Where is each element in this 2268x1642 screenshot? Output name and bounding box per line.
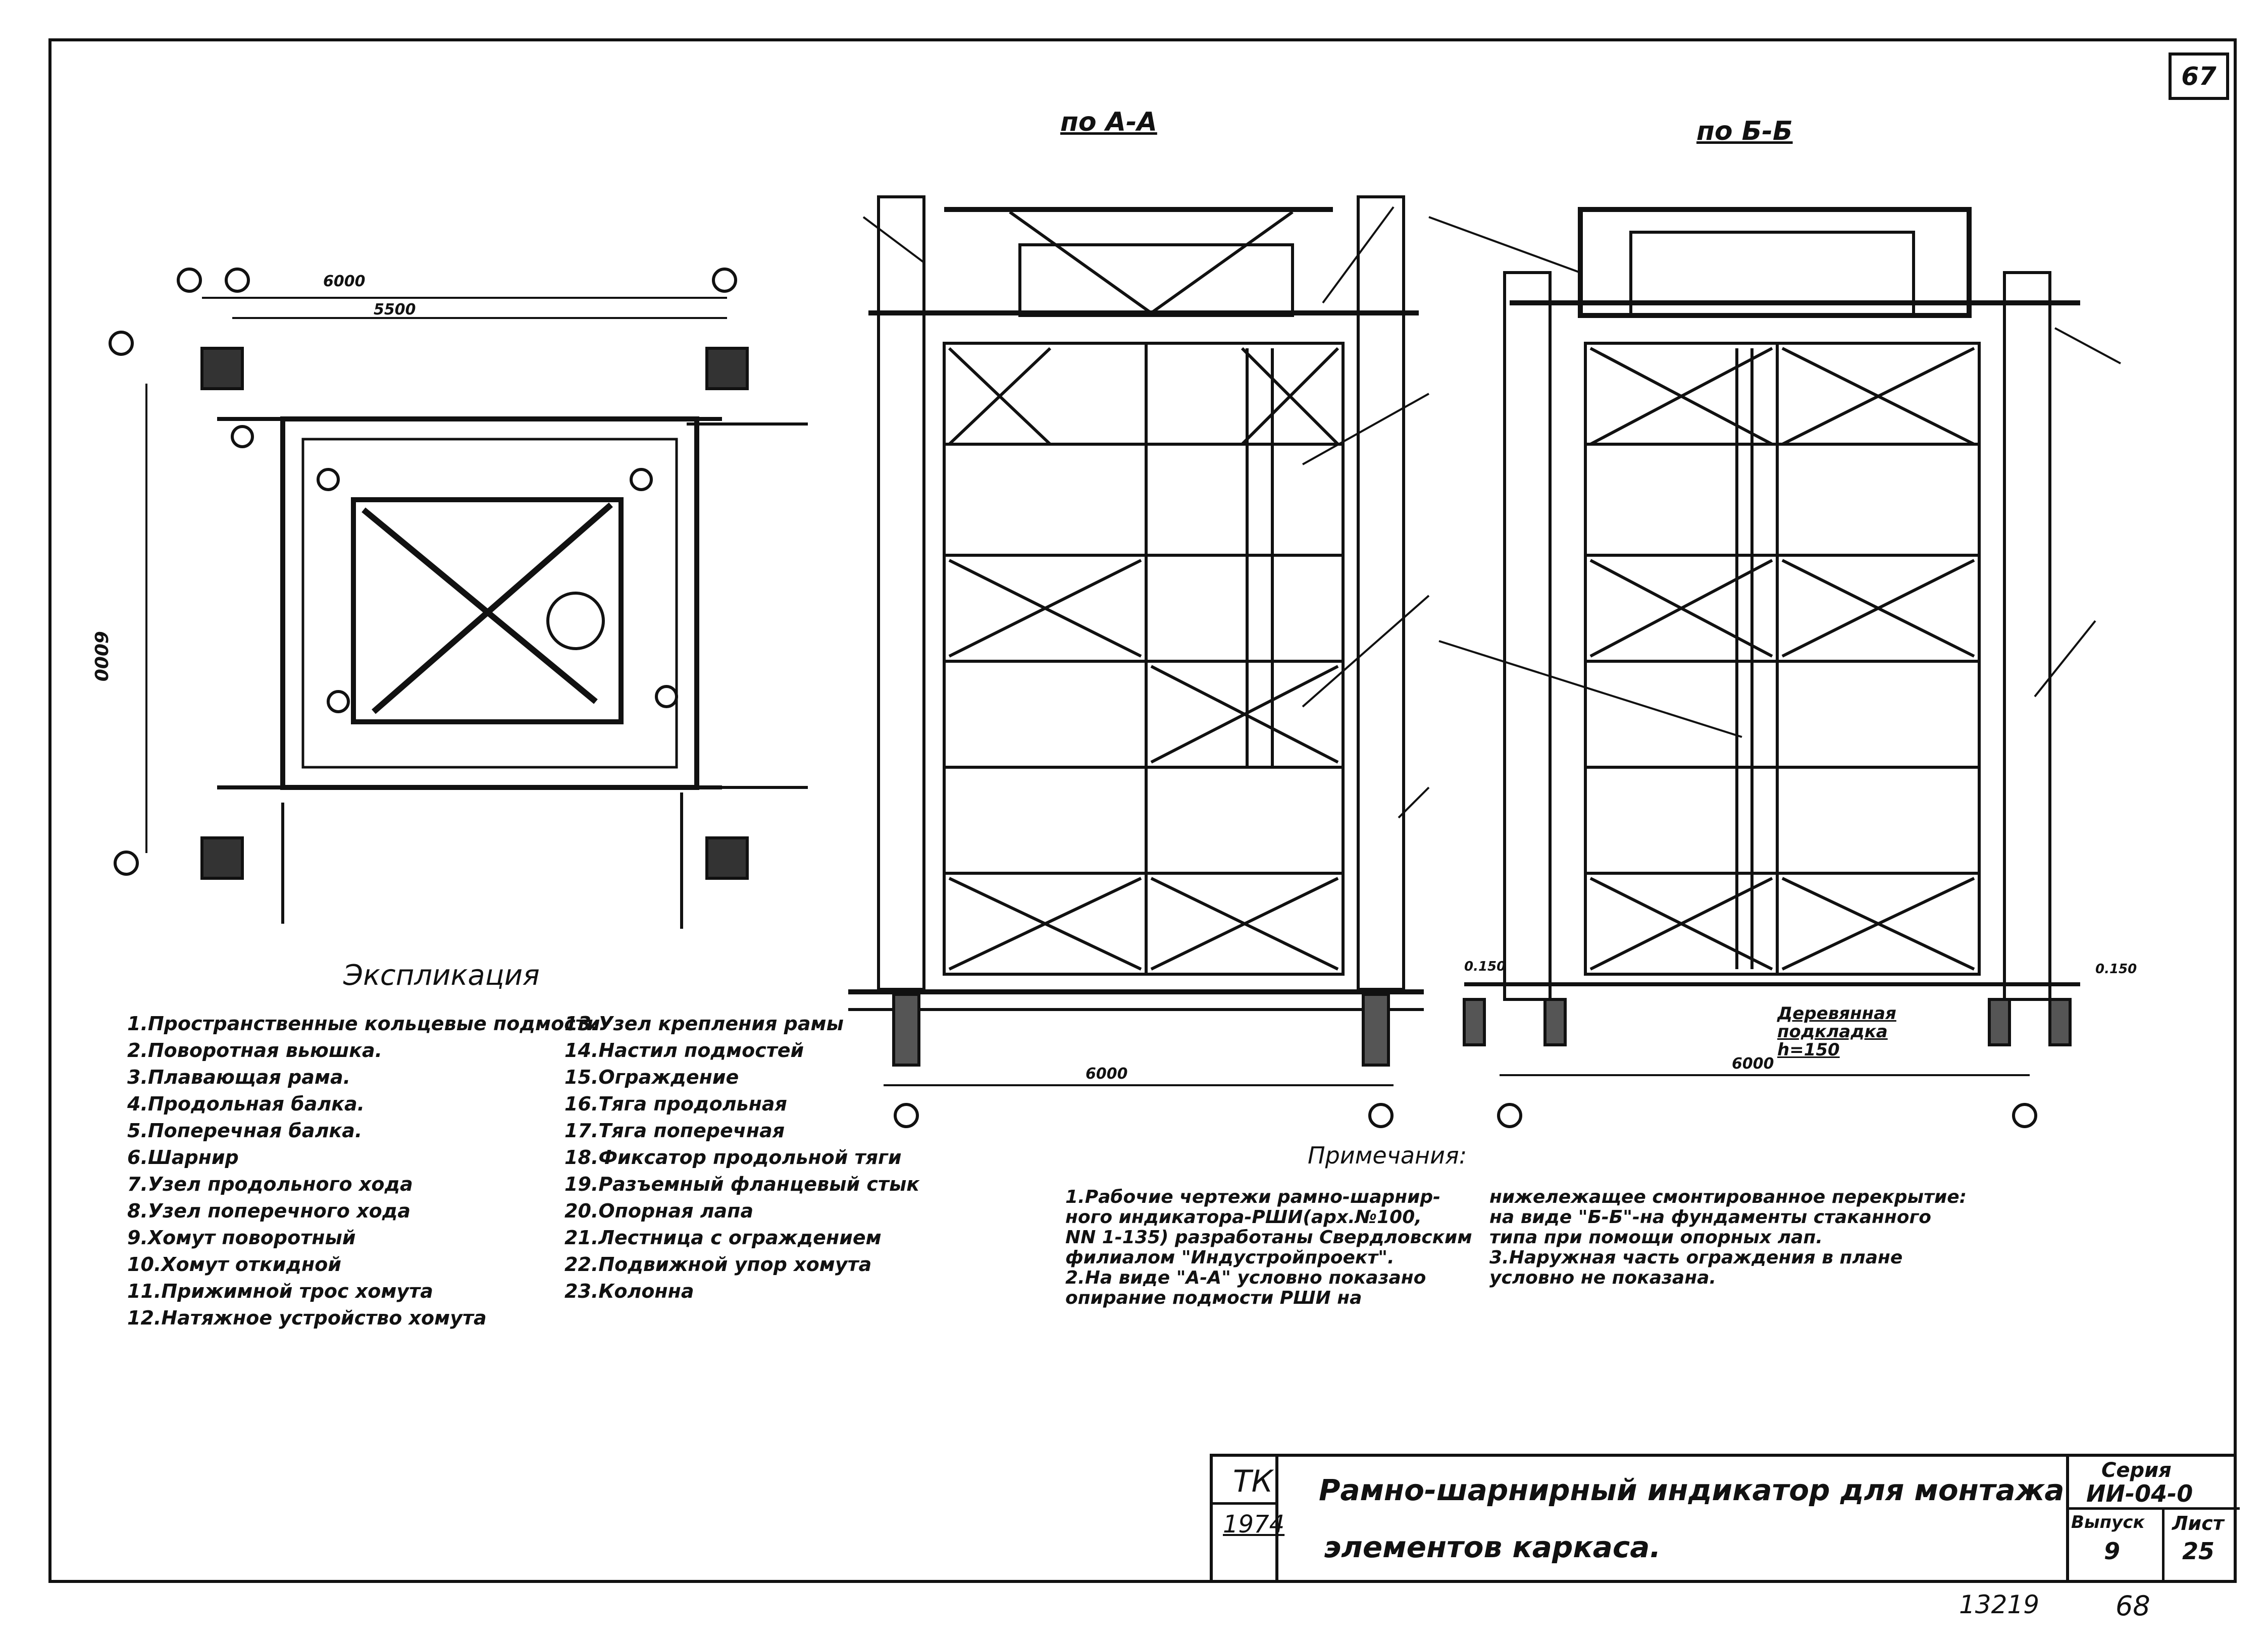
legend-item: 21.Лестница с ограждением bbox=[564, 1227, 882, 1249]
bottom-number-left: 13219 bbox=[1959, 1590, 2040, 1619]
stamp-divider bbox=[1213, 1502, 1278, 1505]
legend-item: 2.Поворотная вьюшка. bbox=[127, 1039, 383, 1062]
stamp-org-cell bbox=[1213, 1457, 1278, 1583]
legend-item: 12.Натяжное устройство хомута bbox=[127, 1307, 487, 1329]
legend-item: 15.Ограждение bbox=[564, 1066, 739, 1088]
stamp-sheet-label: Лист bbox=[2172, 1512, 2224, 1534]
legend-item: 22.Подвижной упор хомута bbox=[564, 1253, 872, 1276]
section-bb-title: по Б-Б bbox=[1696, 116, 1793, 146]
legend-item: 11.Прижимной трос хомута bbox=[127, 1280, 433, 1302]
legend-item: 4.Продольная балка. bbox=[127, 1093, 365, 1115]
stamp-series-cell bbox=[2066, 1457, 2240, 1583]
section-aa-view bbox=[848, 195, 1424, 1128]
bb-level-right: 0.150 bbox=[2095, 962, 2137, 977]
bottom-number-right: 68 bbox=[2116, 1590, 2150, 1622]
note-line: типа при помощи опорных лап. bbox=[1489, 1227, 1823, 1248]
note-line: NN 1-135) разработаны Свердловским bbox=[1065, 1227, 1472, 1248]
note-line: 2.На виде "А-А" условно показано bbox=[1065, 1267, 1426, 1288]
note-line: 1.Рабочие чертежи рамно-шарнир- bbox=[1065, 1187, 1441, 1207]
legend-item: 6.Шарнир bbox=[127, 1146, 239, 1169]
bb-level-left: 0.150 bbox=[1464, 959, 1506, 974]
note-line: нижележащее смонтированное перекрытие: bbox=[1489, 1187, 1967, 1207]
stamp-sheet-value: 25 bbox=[2182, 1538, 2215, 1565]
legend-item: 3.Плавающая рама. bbox=[127, 1066, 351, 1088]
page-number-box: 67 bbox=[2169, 52, 2229, 100]
note-line: условно не показана. bbox=[1489, 1267, 1717, 1288]
notes-column-1: 1.Рабочие чертежи рамно-шарнир- ного инд… bbox=[1065, 1187, 1472, 1308]
section-aa-dim: 6000 bbox=[1086, 1065, 1128, 1083]
legend-item: 5.Поперечная балка. bbox=[127, 1120, 363, 1142]
plan-view bbox=[109, 268, 808, 929]
stamp-series-value: ИИ-04-0 bbox=[2086, 1480, 2193, 1507]
legend-item: 19.Разъемный фланцевый стык bbox=[564, 1173, 920, 1195]
bb-wood-pad-note: Деревянная подкладка h=150 bbox=[1777, 1003, 1896, 1060]
legend-item: 7.Узел продольного хода bbox=[127, 1173, 413, 1195]
note-line: опирание подмости РШИ на bbox=[1065, 1288, 1362, 1308]
legend-item: 9.Хомут поворотный bbox=[127, 1227, 356, 1249]
title-block: ТК 1974 Рамно-шарнирный индикатор для мо… bbox=[1210, 1454, 2240, 1583]
plan-dim-left: 6000 bbox=[90, 631, 111, 682]
legend-item: 10.Хомут откидной bbox=[127, 1253, 342, 1276]
page-number: 67 bbox=[2181, 62, 2217, 91]
legend-column-1: 1.Пространственные кольцевые подмости 2.… bbox=[127, 1011, 600, 1332]
legend-item: 20.Опорная лапа bbox=[564, 1200, 754, 1222]
legend-item: 16.Тяга продольная bbox=[564, 1093, 787, 1115]
stamp-divider bbox=[2066, 1507, 2240, 1510]
legend-title: Экспликация bbox=[343, 959, 540, 992]
section-bb-view bbox=[1463, 207, 2080, 1128]
legend-item: 14.Настил подмостей bbox=[564, 1039, 804, 1062]
stamp-divider bbox=[2162, 1507, 2164, 1583]
legend-item: 23.Колонна bbox=[564, 1280, 694, 1302]
stamp-title-line-1: Рамно-шарнирный индикатор для монтажа bbox=[1319, 1473, 2065, 1507]
notes-column-2: нижележащее смонтированное перекрытие: н… bbox=[1489, 1187, 1967, 1288]
drawing-frame bbox=[48, 38, 2237, 1583]
note-line: ного индикатора-РШИ(арх.№100, bbox=[1065, 1207, 1422, 1228]
stamp-year: 1974 bbox=[1223, 1510, 1285, 1539]
notes-title: Примечания: bbox=[1308, 1142, 1467, 1169]
stamp-series-label: Серия bbox=[2101, 1459, 2172, 1482]
legend-item: 1.Пространственные кольцевые подмости bbox=[127, 1013, 600, 1035]
legend-item: 18.Фиксатор продольной тяги bbox=[564, 1146, 902, 1169]
note-line: на виде "Б-Б"-на фундаменты стаканного bbox=[1489, 1207, 1932, 1228]
stamp-issue-label: Выпуск bbox=[2071, 1512, 2145, 1532]
legend-item: 17.Тяга поперечная bbox=[564, 1120, 785, 1142]
stamp-org: ТК bbox=[1233, 1464, 1273, 1499]
legend-item: 8.Узел поперечного хода bbox=[127, 1200, 411, 1222]
note-line: 3.Наружная часть ограждения в плане bbox=[1489, 1247, 1903, 1268]
plan-dim-top-2: 5500 bbox=[374, 301, 416, 319]
legend-column-2: 13.Узел крепления рамы 14.Настил подмост… bbox=[564, 1011, 919, 1305]
section-bb-dim: 6000 bbox=[1732, 1055, 1774, 1073]
section-aa-title: по А-А bbox=[1060, 107, 1157, 137]
stamp-title-line-2: элементов каркаса. bbox=[1324, 1530, 1661, 1564]
note-line: филиалом "Индустройпроект". bbox=[1065, 1247, 1395, 1268]
legend-item: 13.Узел крепления рамы bbox=[564, 1013, 844, 1035]
stamp-issue-value: 9 bbox=[2104, 1538, 2121, 1565]
plan-dim-top-1: 6000 bbox=[323, 273, 366, 290]
